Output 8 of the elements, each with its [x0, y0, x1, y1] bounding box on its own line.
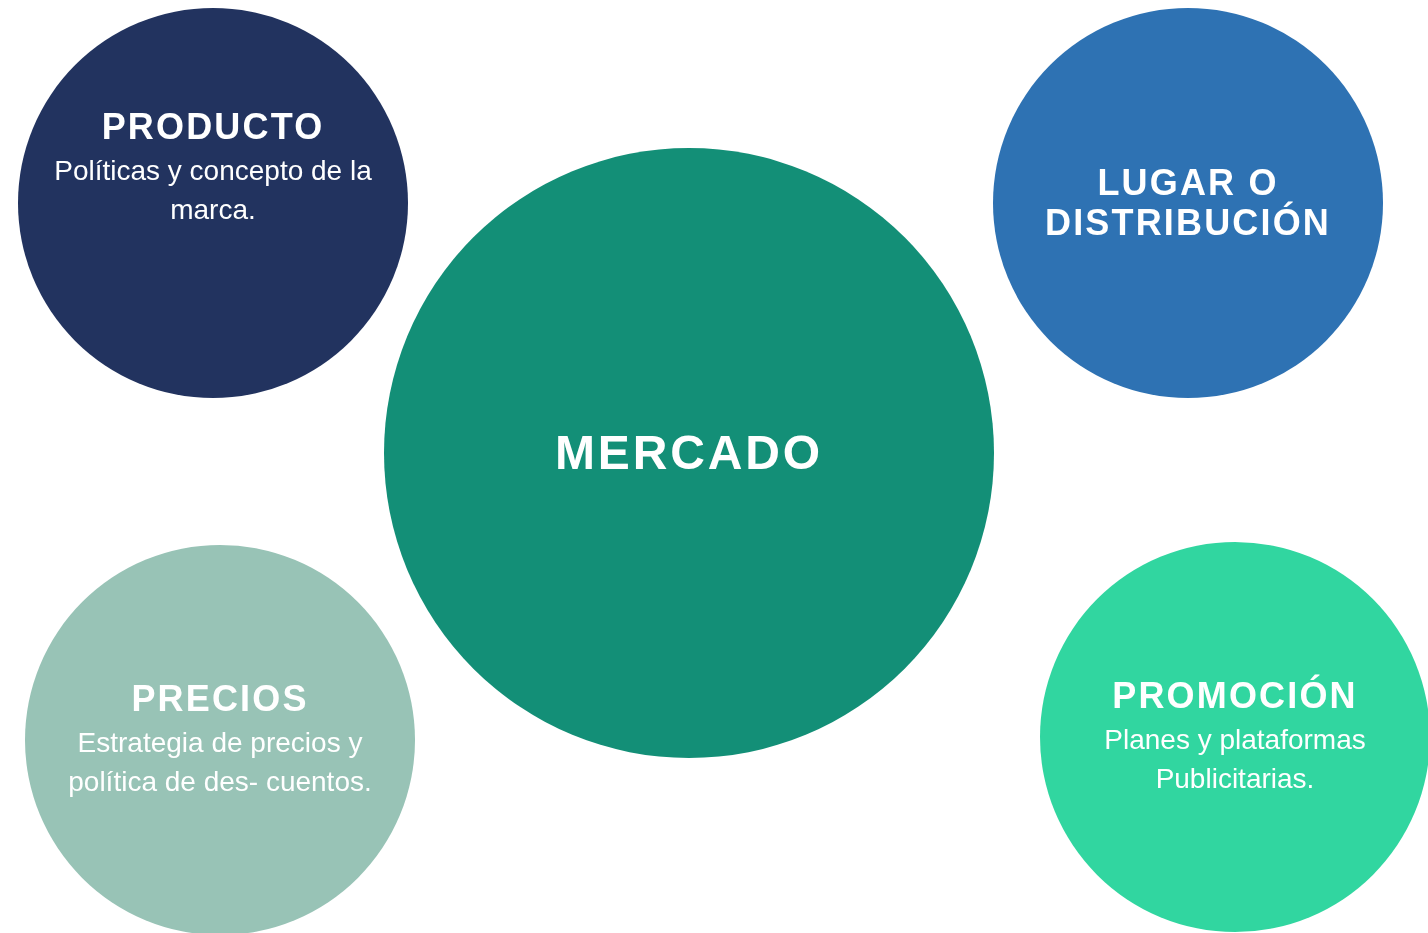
node-description: Políticas y concepto de la marca.	[53, 153, 373, 227]
node-description: Planes y plataformas Publicitarias.	[1103, 722, 1367, 796]
node-heading: LUGAR O DISTRIBUCIÓN	[1044, 163, 1332, 243]
node-description: Estrategia de precios y política de des- cuentos.	[67, 725, 373, 799]
node-heading: PRECIOS	[131, 679, 309, 719]
node-heading: MERCADO	[554, 425, 824, 481]
node-heading: PRODUCTO	[101, 107, 325, 147]
node-heading: PROMOCIÓN	[1112, 676, 1358, 716]
